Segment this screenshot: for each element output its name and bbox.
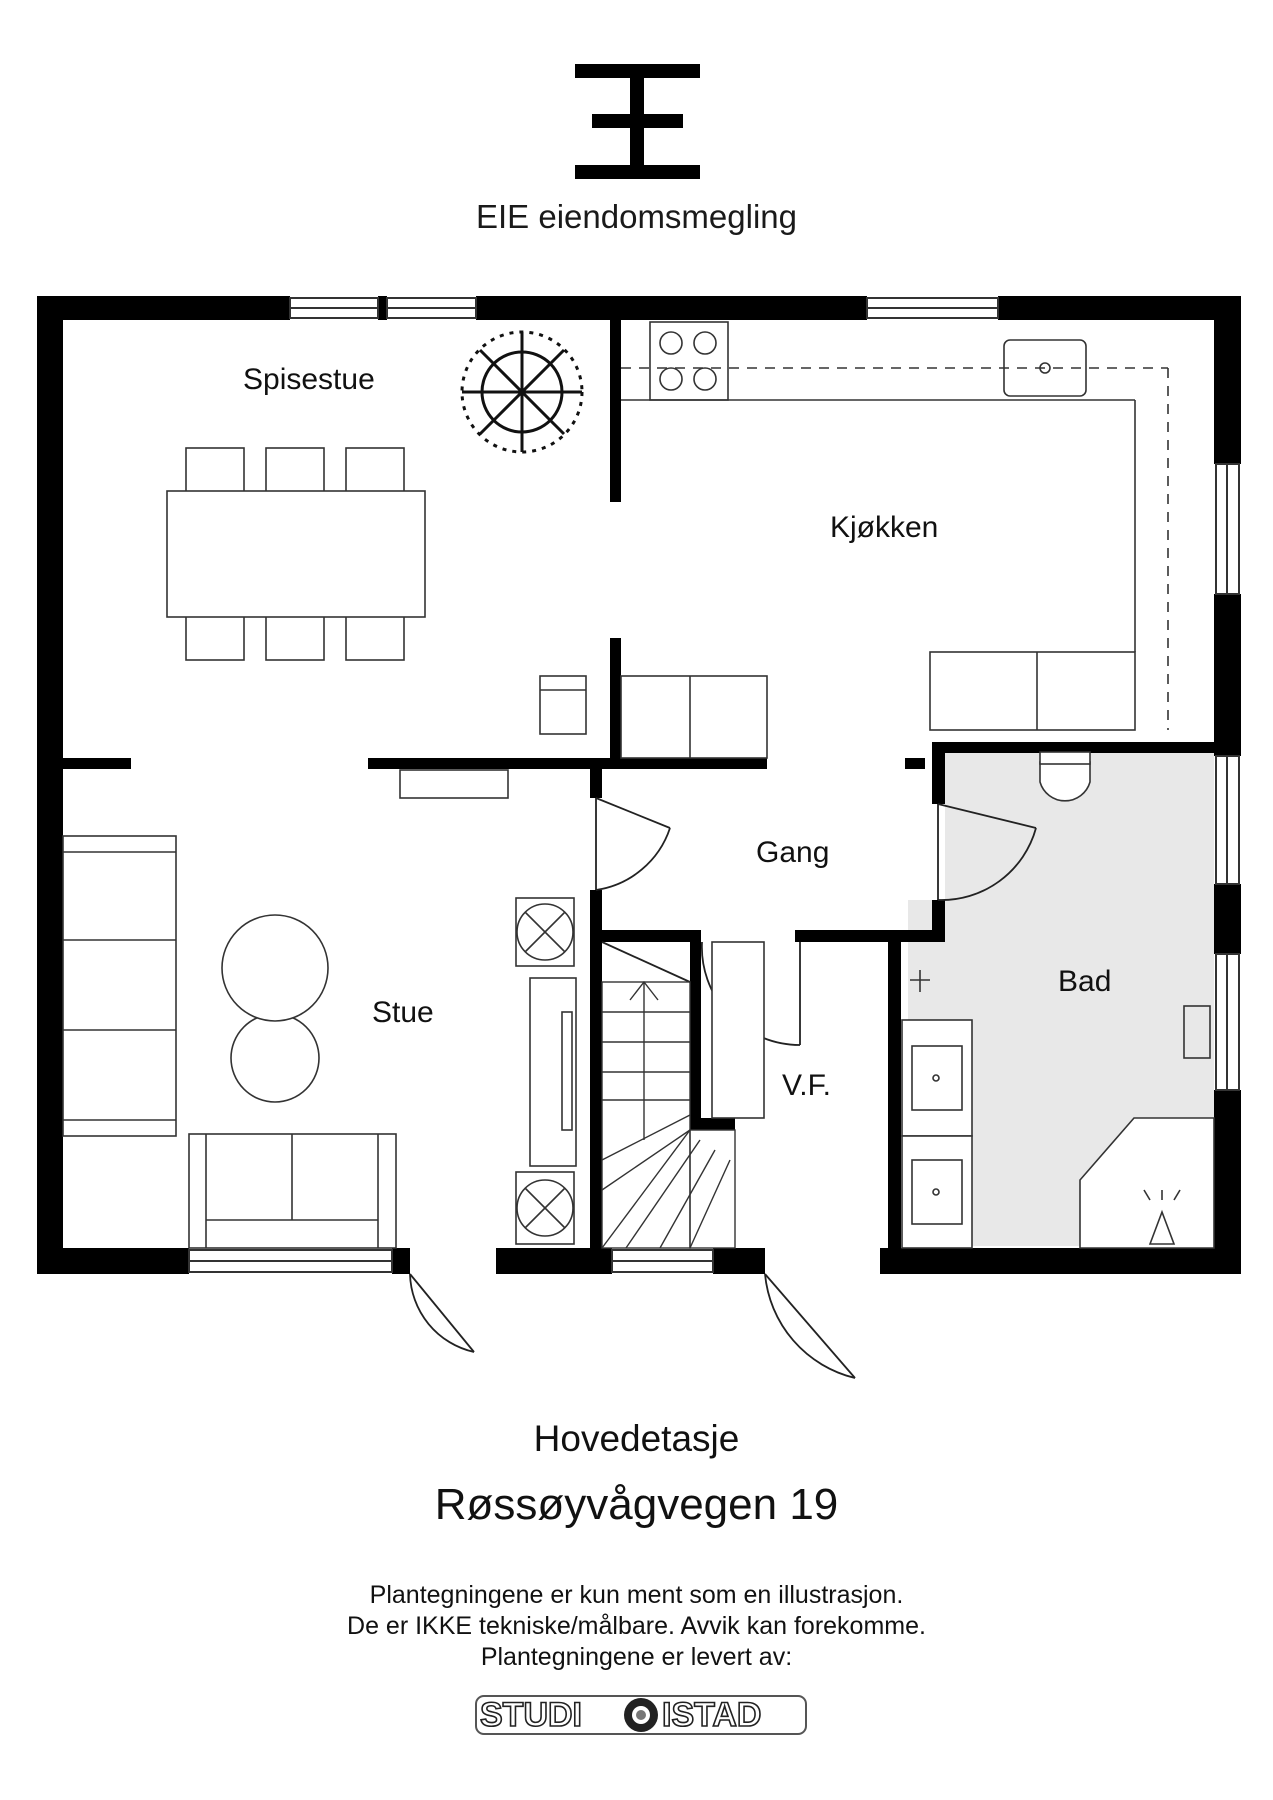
- disclaimer: Plantegningene er kun ment som en illust…: [0, 1580, 1273, 1673]
- tv-bench: [399, 769, 509, 799]
- sink-icon: [901, 1019, 973, 1249]
- aperture-icon: [624, 1698, 658, 1732]
- floor-name: Hovedetasje: [533, 1418, 740, 1459]
- shower-icon: [1079, 1117, 1215, 1249]
- faucet-icon: [910, 970, 1211, 1059]
- disclaimer-line-2: De er IKKE tekniske/målbare. Avvik kan f…: [347, 1612, 926, 1640]
- kitchen-counter: [620, 321, 1169, 759]
- property-address: Røssøyvågvegen 19: [434, 1480, 839, 1529]
- dining-table: [166, 447, 426, 661]
- provider-name-right: ISTAD: [662, 1696, 761, 1734]
- brand-name: EIE eiendomsmegling: [475, 198, 797, 235]
- room-label-stue: Stue: [372, 996, 434, 1029]
- room-label-spisestue: Spisestue: [243, 363, 375, 396]
- interior-walls: [63, 320, 1214, 1248]
- plant-icon: [460, 330, 584, 454]
- disclaimer-line-1: Plantegningene er kun ment som en illust…: [369, 1581, 904, 1609]
- eie-logo-icon: [575, 64, 700, 179]
- staircase: [601, 980, 736, 1249]
- room-label-kjokken: Kjøkken: [830, 511, 938, 544]
- disclaimer-line-3: Plantegningene er levert av:: [480, 1643, 793, 1671]
- fireplace: [529, 977, 577, 1167]
- coffee-table: [221, 914, 329, 1103]
- toilet-icon: [1039, 751, 1091, 802]
- provider-name-left: STUDI: [480, 1696, 582, 1734]
- room-label-bad: Bad: [1058, 965, 1111, 998]
- room-label-vf: V.F.: [782, 1069, 831, 1102]
- outer-walls: [37, 296, 1241, 1274]
- sofa: [62, 835, 397, 1249]
- windows: [188, 297, 1240, 1273]
- stove-icon: [659, 331, 717, 391]
- armchair: [539, 675, 587, 735]
- room-label-gang: Gang: [756, 836, 829, 869]
- fan-icon: [515, 897, 575, 1245]
- floor-plan: Spisestue Kjøkken Gang Stue Bad V.F.: [37, 296, 1241, 1379]
- wardrobe: [711, 941, 765, 1119]
